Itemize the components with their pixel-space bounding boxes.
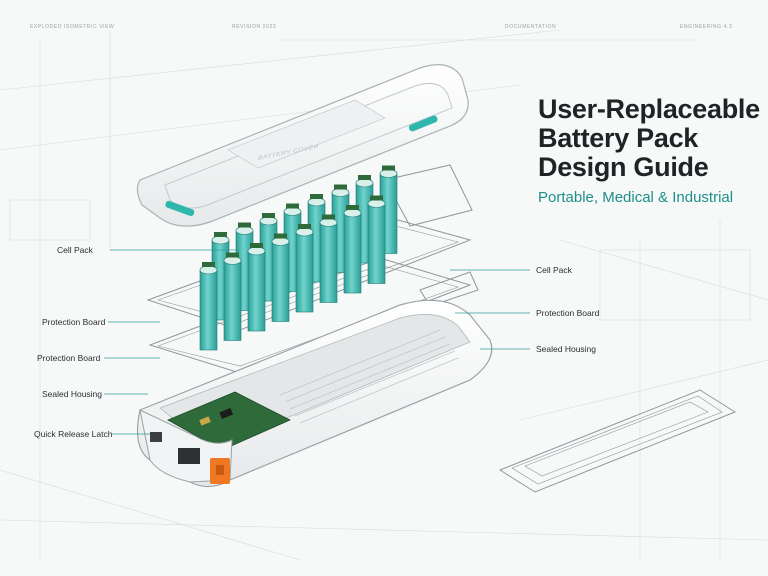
title-line-2: Battery Pack: [538, 123, 698, 153]
cell-terminal: [343, 208, 362, 218]
nickel-strip: [310, 194, 323, 199]
callout-cell-pack-left: Cell Pack: [57, 245, 93, 255]
battery-cell: [271, 241, 290, 322]
nickel-strip: [238, 222, 251, 228]
nickel-strip: [358, 175, 371, 180]
blueprint-background: [0, 29, 768, 561]
battery-cell: [199, 269, 218, 351]
nickel-strip: [334, 184, 347, 190]
title-line-3: Design Guide: [538, 152, 709, 182]
cell-terminal: [247, 246, 266, 256]
header-right-b: ENGINEERING 4.3: [680, 24, 733, 30]
nickel-strip: [250, 243, 263, 248]
sealed-housing: [137, 299, 493, 488]
battery-cell: [295, 231, 314, 313]
cell-terminal: [283, 207, 302, 216]
callout-cell-pack-right: Cell Pack: [536, 265, 572, 275]
cell-terminal: [295, 227, 314, 237]
nickel-strip: [346, 205, 359, 210]
cell-terminal: [235, 226, 254, 235]
nickel-strip: [298, 224, 311, 229]
nickel-strip: [262, 213, 275, 218]
nickel-strip: [226, 252, 239, 258]
cell-terminal: [367, 199, 386, 208]
callout-sealed-housing-left: Sealed Housing: [42, 389, 103, 399]
callout-protection-board-left-2: Protection Board: [37, 353, 101, 363]
cell-terminal: [355, 178, 374, 188]
cell-terminal: [379, 169, 398, 178]
nickel-strip: [202, 262, 215, 267]
header-right-a: DOCUMENTATION: [505, 24, 557, 30]
nickel-strip: [322, 214, 335, 220]
cell-terminal: [199, 265, 218, 275]
cell-terminal: [319, 218, 338, 227]
header-center: REVISION 2023: [232, 24, 277, 30]
nickel-strip: [274, 233, 287, 239]
battery-cell: [223, 260, 242, 341]
cell-terminal: [331, 188, 350, 197]
callout-protection-board-left-1: Protection Board: [42, 317, 106, 327]
header-left: Exploded Isometric View: [30, 24, 115, 30]
nickel-strip: [286, 203, 299, 209]
usb-port-icon: [150, 432, 162, 442]
connector-port-icon: [178, 448, 200, 464]
title-line-1: User-Replaceable: [538, 94, 760, 124]
nickel-strip: [370, 195, 383, 201]
cell-terminal: [259, 216, 278, 226]
battery-cell: [319, 222, 338, 303]
battery-cell: [367, 203, 386, 284]
battery-cell: [247, 250, 266, 332]
callout-leaders: [104, 249, 530, 435]
cell-pack: [199, 165, 398, 351]
nickel-strip: [382, 165, 395, 171]
subtitle: Portable, Medical & Industrial: [538, 189, 734, 206]
nickel-strip: [214, 232, 227, 237]
callout-sealed-housing-right: Sealed Housing: [536, 344, 597, 354]
cell-terminal: [307, 197, 326, 207]
cell-terminal: [271, 237, 290, 246]
callout-protection-board-right: Protection Board: [536, 308, 600, 318]
cell-terminal: [223, 256, 242, 265]
battery-cell: [343, 212, 362, 294]
page-title: User-Replaceable Battery Pack Design Gui…: [538, 95, 763, 182]
spare-cover-plate: [498, 389, 737, 493]
cell-terminal: [211, 235, 230, 245]
battery-lid: [136, 64, 469, 227]
callout-quick-release-latch: Quick Release Latch: [34, 429, 113, 439]
